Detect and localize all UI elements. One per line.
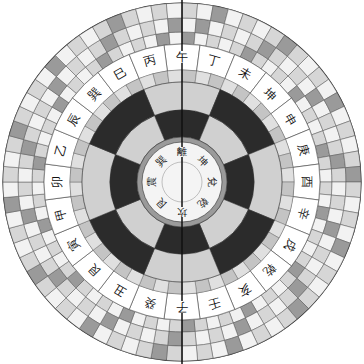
ring-cell [6,210,24,228]
tick-cell [182,281,197,294]
sector-wedge [82,144,115,221]
trigram-label: 離 [176,147,188,157]
sector-wedge [210,90,275,155]
ring-cell [345,166,361,182]
ring-cell [319,182,332,195]
ring-cell [18,168,33,182]
ring-cell [182,18,196,33]
trigram-label: 坎 [176,207,188,217]
ring-cell [4,196,21,213]
ring-cell [168,18,182,33]
ring-cell [168,331,182,346]
ring-cell [318,194,332,208]
ring-cell [136,6,154,24]
ring-cell [4,151,21,168]
ring-cell [344,151,361,168]
ring-cell [169,319,182,332]
ring-cell [340,136,358,154]
ring-cell [33,156,47,170]
mountain-label: 丙 [141,54,158,69]
ring-cell [182,3,198,19]
ring-cell [19,195,35,210]
ring-cell [195,330,210,346]
tick-cell [182,70,197,83]
mountain-cell [44,164,71,200]
ring-cell [32,169,45,182]
ring-cell [194,318,208,332]
ring-cell [194,33,208,47]
ring-cell [156,33,170,47]
ring-cell [319,169,332,182]
ring-cell [154,19,169,35]
ring-cell [330,154,346,169]
sector-wedge [210,210,275,275]
ring-cell [196,344,213,361]
ring-cell [3,182,19,198]
ring-cell [182,319,195,332]
ring-cell [318,156,332,170]
ring-cell [195,19,210,35]
mountain-cell [293,164,320,200]
ring-cell [169,32,182,45]
tick-cell [167,281,182,294]
ring-cell [156,318,170,332]
ring-cell [3,166,19,182]
ring-cell [19,154,35,169]
ring-cell [182,331,196,346]
trigram-label: 兌 [207,176,217,188]
trigram-label: 震 [147,176,157,188]
mountain-label: 卯 [51,175,63,189]
tick-cell [70,167,83,182]
mountain-label: 午 [175,51,189,63]
ring-cell [345,182,361,198]
sector-wedge [90,210,155,275]
sector-wedge [90,90,155,155]
ring-cell [166,345,182,361]
ring-cell [32,182,45,195]
tick-cell [167,70,182,83]
ring-cell [182,345,198,361]
ring-cell [154,330,169,346]
ring-cell [151,4,168,21]
mountain-label: 癸 [141,295,158,310]
mountain-label: 酉 [301,175,313,189]
ring-cell [331,168,346,182]
ring-cell [196,4,213,21]
ring-cell [166,3,182,19]
ring-cell [331,182,346,196]
ring-cell [182,32,195,45]
ring-cell [210,340,228,358]
tick-cell [70,182,83,197]
mountain-label: 子 [175,301,189,313]
tick-cell [281,182,294,197]
ring-cell [33,194,47,208]
ring-cell [344,196,361,213]
tick-cell [281,167,294,182]
ring-cell [18,182,33,196]
mountain-label: 庚 [295,141,310,158]
mountain-label: 乙 [54,141,69,158]
sector-wedge [249,144,282,221]
ring-cell [151,344,168,361]
ring-cell [330,195,346,210]
